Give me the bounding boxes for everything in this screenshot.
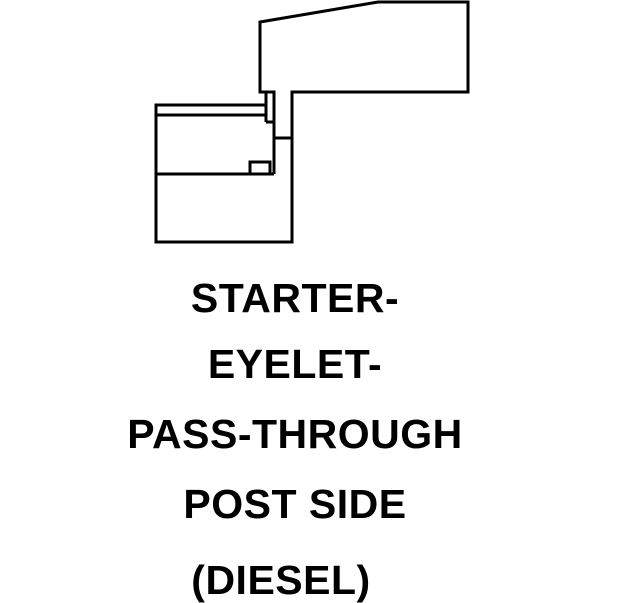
caption-line-eyelet: EYELET- [207, 341, 383, 387]
starter-eyelet-drawing [154, 0, 470, 244]
caption-line-pass-through: PASS-THROUGH [127, 411, 463, 457]
upper-block-outline [258, 0, 470, 140]
caption-line-starter: STARTER- [190, 275, 400, 321]
eyelet-rect [248, 160, 272, 176]
caption-line-diesel: (DIESEL) [191, 557, 371, 603]
caption-line-post-side: POST SIDE [183, 481, 407, 527]
